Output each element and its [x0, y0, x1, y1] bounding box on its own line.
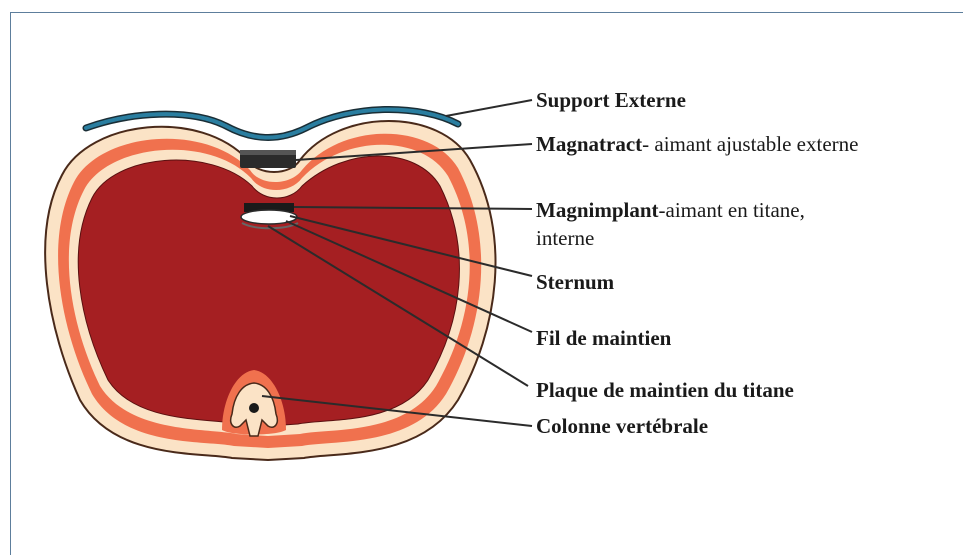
label-fil-de-maintien: Fil de maintien — [536, 326, 671, 350]
label-support-externe: Support Externe — [536, 88, 686, 112]
label-magnatract: Magnatract- aimant ajustable externe — [536, 132, 858, 156]
label-support-text: Support Externe — [536, 88, 686, 112]
label-sternum: Sternum — [536, 270, 614, 294]
label-magnimplant-bold: Magnimplant — [536, 198, 659, 222]
label-magnatract-bold: Magnatract — [536, 132, 642, 156]
label-magnatract-rest: - aimant ajustable externe — [642, 132, 858, 156]
label-sternum-text: Sternum — [536, 270, 614, 294]
label-plaque: Plaque de maintien du titane — [536, 378, 794, 402]
label-magnimplant-rest: -aimant en titane, — [659, 198, 805, 222]
leader-support — [446, 100, 532, 116]
spinal-canal — [249, 403, 259, 413]
label-magnimplant-line2: interne — [536, 226, 594, 250]
label-colonne: Colonne vertébrale — [536, 414, 708, 438]
label-plaque-text: Plaque de maintien du titane — [536, 378, 794, 402]
label-colonne-text: Colonne vertébrale — [536, 414, 708, 438]
label-fil-text: Fil de maintien — [536, 326, 671, 350]
label-magnimplant-line2-text: interne — [536, 226, 594, 250]
label-magnimplant: Magnimplant-aimant en titane, — [536, 198, 805, 222]
magnatract-magnet-top — [240, 150, 296, 155]
